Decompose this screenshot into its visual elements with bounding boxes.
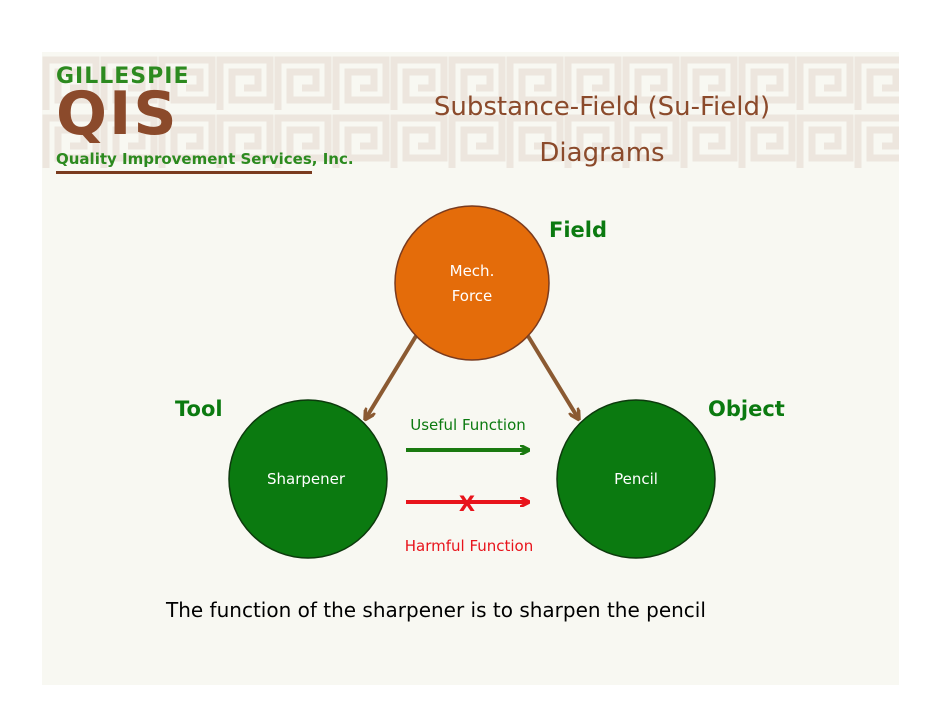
harmful-function-label: Harmful Function: [405, 537, 534, 555]
object-node: [556, 399, 716, 559]
field-node-line1: Mech.: [450, 262, 495, 280]
logo-top-text: GILLESPIE: [56, 64, 190, 89]
tool-node: [228, 399, 388, 559]
object-label: Object: [708, 397, 785, 421]
su-field-diagram: Mech. Force Field Sharpener Tool Pencil …: [175, 205, 785, 559]
harmful-mark: X: [459, 492, 475, 516]
tool-label: Tool: [175, 397, 223, 421]
field-node: [394, 205, 550, 361]
logo-subtitle: Quality Improvement Services, Inc.: [56, 150, 354, 168]
field-to-tool-connector: [366, 334, 418, 418]
tool-node-label: Sharpener: [267, 470, 346, 488]
slide-caption: The function of the sharpener is to shar…: [166, 598, 706, 622]
object-node-label: Pencil: [614, 470, 658, 488]
field-label: Field: [549, 218, 607, 242]
field-node-line2: Force: [452, 287, 493, 305]
greek-key-border: [42, 42, 899, 172]
slide: GILLESPIE QIS Quality Improvement Servic…: [42, 42, 899, 685]
field-to-object-connector: [526, 334, 578, 418]
useful-function-label: Useful Function: [410, 416, 526, 434]
slide-title: Substance-Field (Su-Field) Diagrams: [433, 92, 771, 168]
logo-main-text: QIS: [56, 79, 179, 149]
logo-underline: [56, 171, 312, 174]
